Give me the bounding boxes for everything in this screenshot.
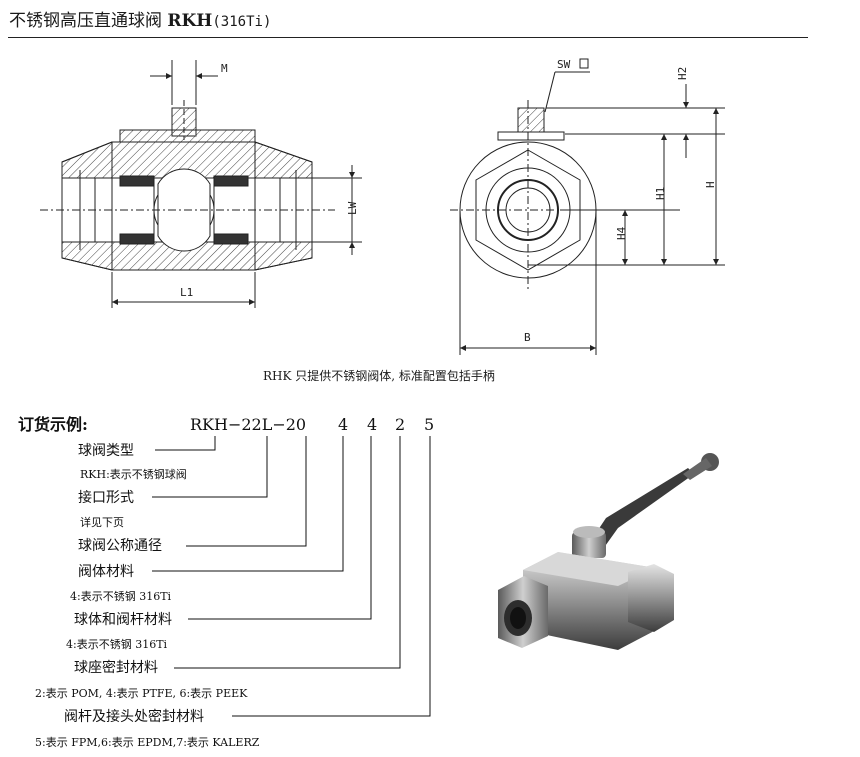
- label-LW: LW: [346, 201, 359, 215]
- order-code-digit: 4: [338, 415, 348, 434]
- technical-drawings: M LW L1 SW: [40, 58, 725, 355]
- order-code-digit: 4: [367, 415, 377, 434]
- label-H4: H4: [615, 226, 628, 240]
- order-code-digit: 2: [395, 415, 405, 434]
- field-desc: 4:表示不锈钢 316Ti: [66, 637, 168, 651]
- side-section-view: M LW L1: [40, 60, 362, 308]
- field-name: 球座密封材料: [74, 659, 158, 676]
- field-desc: RKH:表示不锈钢球阀: [80, 467, 187, 481]
- field-name: 阀杆及接头处密封材料: [64, 708, 204, 725]
- title-divider: [8, 37, 808, 38]
- field-name: 球阀类型: [78, 443, 134, 459]
- order-heading: 订货示例:: [18, 415, 88, 434]
- order-code-digit: 5: [424, 415, 434, 434]
- label-M: M: [221, 62, 228, 75]
- drawing-caption: RHK 只提供不锈钢阀体, 标准配置包括手柄: [263, 369, 495, 383]
- front-view: SW H2 H H1 H4 B: [450, 58, 725, 355]
- label-H1: H1: [654, 187, 667, 200]
- field-desc: 详见下页: [80, 515, 124, 529]
- order-code-prefix: RKH−22L−20: [190, 415, 306, 434]
- field-name: 球阀公称通径: [78, 538, 162, 554]
- valve-photo: [498, 453, 719, 650]
- field-desc: 5:表示 FPM,6:表示 EPDM,7:表示 KALERZ: [35, 735, 260, 749]
- order-example: 订货示例: RKH−22L−20 4 4 2 5 球阀类型 RKH:表示不锈钢球…: [18, 415, 434, 749]
- title-material: (316Ti): [212, 14, 272, 30]
- label-SW: SW: [557, 58, 571, 71]
- field-desc: 2:表示 POM, 4:表示 PTFE, 6:表示 PEEK: [35, 686, 248, 700]
- title-model: RKH: [167, 11, 213, 31]
- field-name: 阀体材料: [78, 564, 134, 580]
- field-desc: 4:表示不锈钢 316Ti: [70, 589, 172, 603]
- label-L1: L1: [180, 286, 193, 299]
- field-name: 球体和阀杆材料: [74, 612, 172, 628]
- page-title: 不锈钢高压直通球阀 RKH(316Ti): [9, 6, 271, 31]
- title-cn: 不锈钢高压直通球阀: [9, 11, 162, 31]
- field-name: 接口形式: [78, 489, 134, 506]
- label-B: B: [524, 331, 531, 344]
- label-H: H: [704, 181, 717, 188]
- label-H2: H2: [676, 67, 689, 80]
